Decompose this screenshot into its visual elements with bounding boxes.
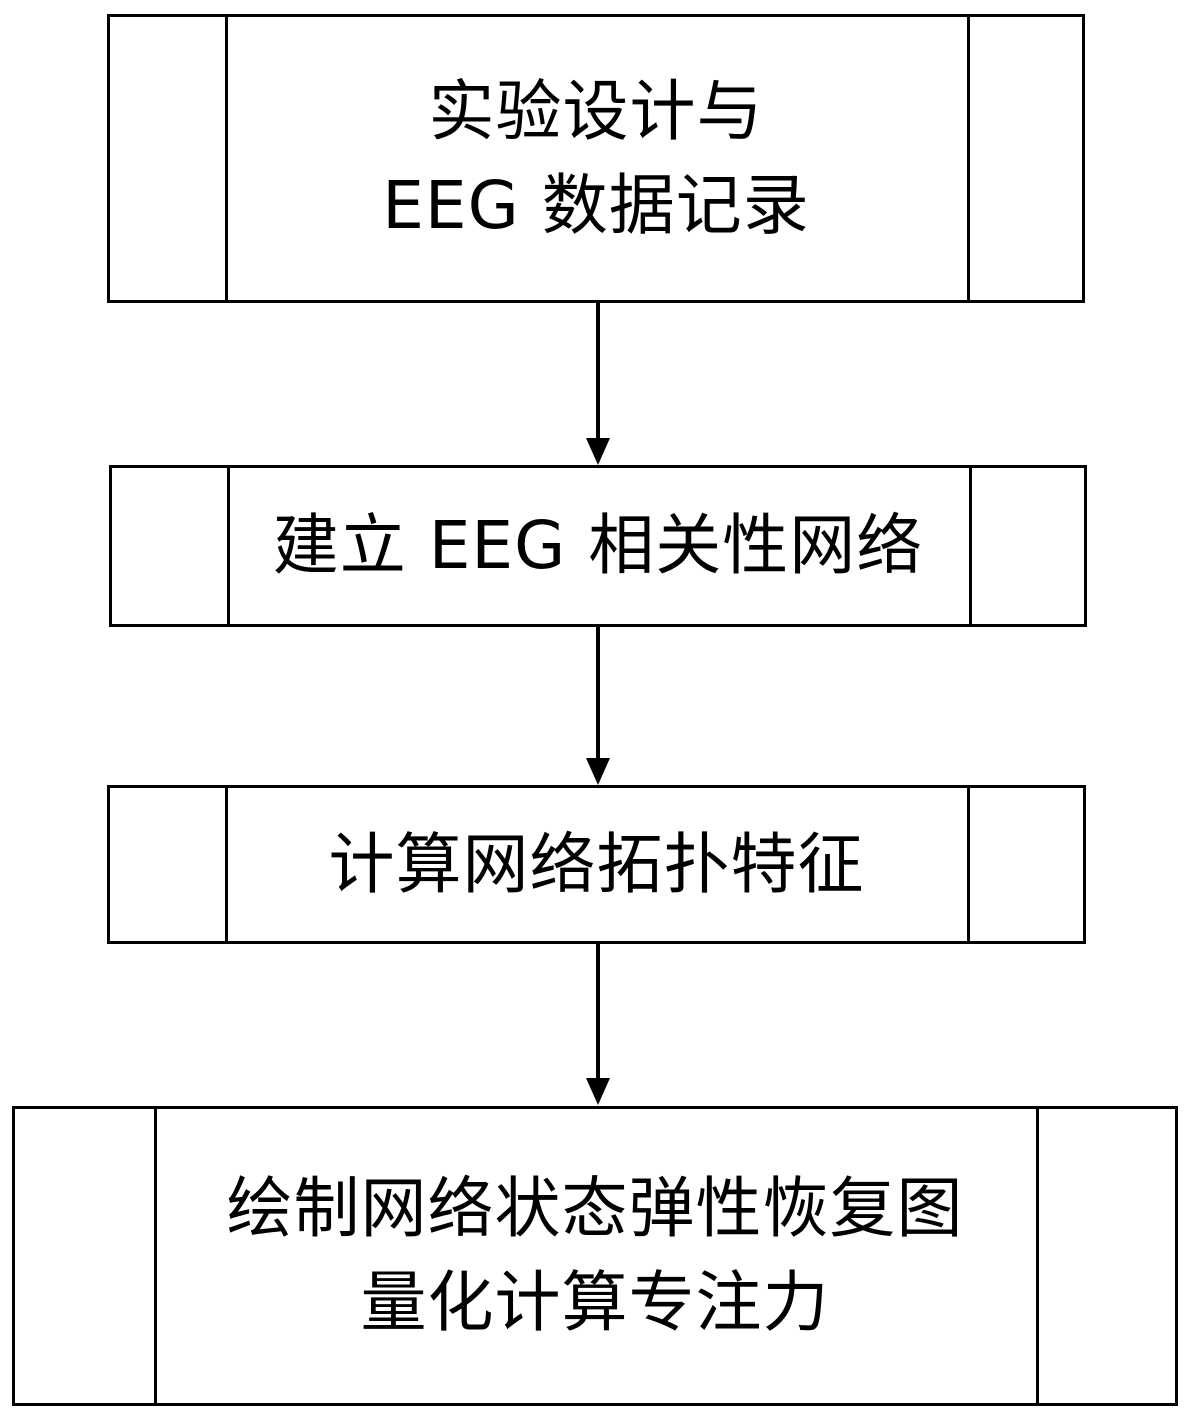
step-2-line-1: 建立 EEG 相关性网络 (273, 499, 924, 593)
step-box-1-right-divider (967, 17, 970, 300)
arrow-step2-to-step3 (586, 626, 610, 785)
step-box-2-label: 建立 EEG 相关性网络 (230, 468, 966, 624)
step-3-line-1: 计算网络拓扑特征 (329, 818, 865, 912)
arrow-step3-to-step4 (586, 943, 610, 1105)
step-box-4-right-divider (1036, 1109, 1039, 1403)
step-box-1: 实验设计与 EEG 数据记录 (107, 14, 1085, 303)
step-box-3-right-divider (967, 788, 970, 941)
step-box-2-right-divider (969, 468, 972, 624)
step-box-1-label: 实验设计与 EEG 数据记录 (228, 17, 964, 300)
step-4-line-1: 绘制网络状态弹性恢复图 (227, 1162, 964, 1256)
step-box-3-label: 计算网络拓扑特征 (228, 788, 965, 941)
step-1-line-2: EEG 数据记录 (382, 159, 810, 253)
step-box-3: 计算网络拓扑特征 (107, 785, 1086, 944)
arrow-step1-to-step2 (586, 302, 610, 465)
step-box-4-label: 绘制网络状态弹性恢复图 量化计算专注力 (157, 1109, 1033, 1403)
step-box-4: 绘制网络状态弹性恢复图 量化计算专注力 (12, 1106, 1178, 1406)
step-1-line-1: 实验设计与 (429, 65, 764, 159)
step-4-line-2: 量化计算专注力 (361, 1256, 830, 1350)
step-box-2: 建立 EEG 相关性网络 (109, 465, 1087, 627)
